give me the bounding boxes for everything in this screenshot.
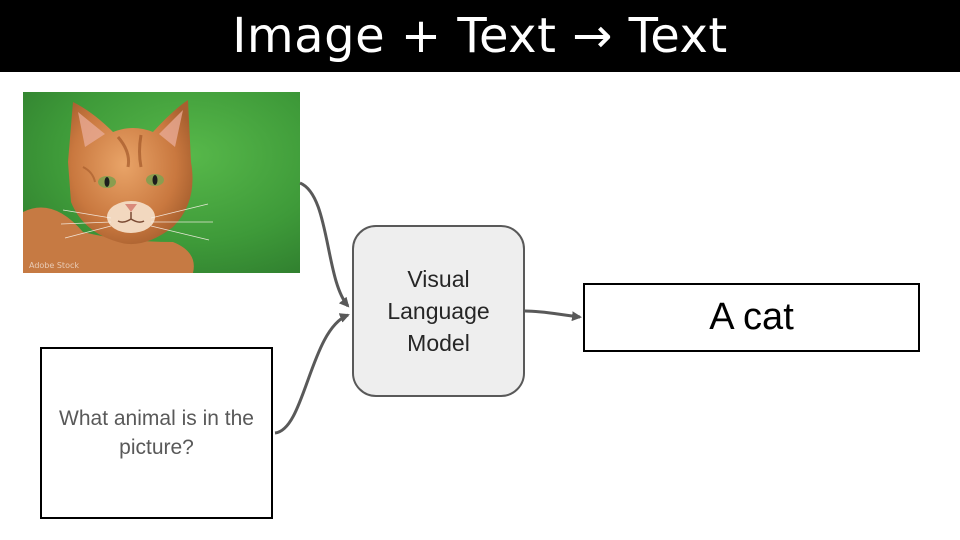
output-box: A cat [583,283,920,352]
model-label: Visual Language Model [387,266,490,356]
input-text: What animal is in the picture? [59,407,254,459]
output-text: A cat [709,296,794,338]
page-title: Image + Text → Text [232,8,728,64]
watermark-text: Adobe Stock [29,261,79,270]
title-bar: Image + Text → Text [0,0,960,72]
cat-photo-image: Adobe Stock [23,92,300,273]
text-to-model-arrow [274,313,350,435]
image-to-model-arrow [299,181,350,308]
model-to-output-arrow [524,309,582,322]
model-box: Visual Language Model [352,225,525,397]
cat-photo-icon: Adobe Stock [23,92,300,273]
input-text-box: What animal is in the picture? [40,347,273,519]
